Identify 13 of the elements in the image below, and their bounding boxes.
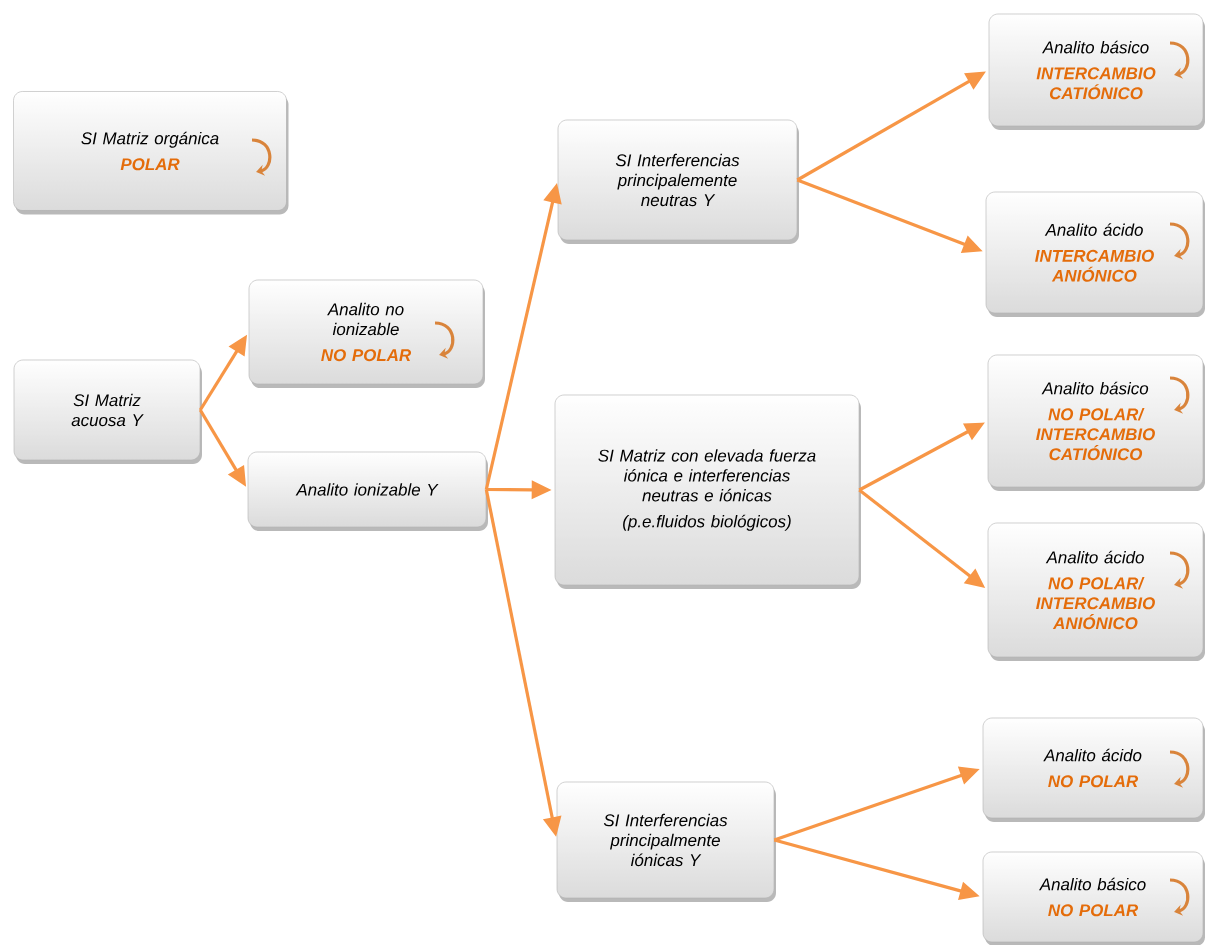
result-box: Analito ácido NO POLAR (982, 717, 1205, 822)
condition-box: Analito ionizable Y (247, 451, 488, 531)
result-box: Analito ácido NO POLAR/ INTERCAMBIO ANIÓNICO (987, 522, 1205, 661)
condition-box: SI Interferencias principalemente neutras Y (557, 119, 799, 244)
result-box: Analito básico INTERCAMBIO CATIÓNICO (988, 13, 1205, 130)
result-box: Analito básico NO POLAR (982, 851, 1205, 945)
condition-box: SI Matriz con elevada fuerza iónica e interferencias neutras e iónicas (p.e.fluidos biológicos) (554, 394, 861, 589)
result-box: Analito no ionizable NO POLAR (248, 279, 485, 388)
result-box: SI Matriz orgánica POLAR (13, 91, 289, 215)
result-box: Analito ácido INTERCAMBIO ANIÓNICO (985, 191, 1205, 317)
condition-box: SI Interferencias principalmente iónicas Y (556, 781, 776, 902)
result-box: Analito básico NO POLAR/ INTERCAMBIO CATIÓNICO (987, 354, 1205, 491)
condition-box: SI Matriz acuosa Y (13, 359, 202, 464)
